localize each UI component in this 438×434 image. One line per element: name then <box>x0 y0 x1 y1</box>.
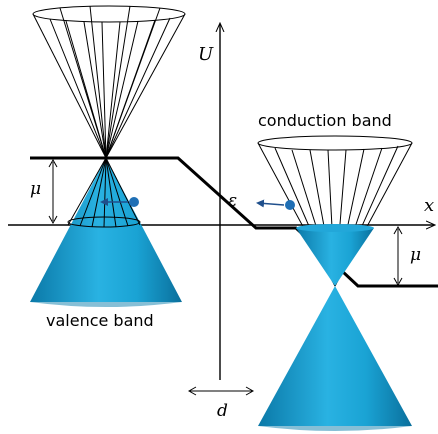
mu-left-label: μ <box>30 179 41 199</box>
axis-u-label: U <box>198 44 214 65</box>
right-electron-arrow <box>256 199 285 208</box>
left-electron <box>129 197 139 207</box>
right-valence-cone <box>258 286 412 431</box>
left-valence-cone <box>30 158 182 307</box>
right-filled-upper <box>296 224 374 286</box>
left-upper-cone <box>32 5 186 159</box>
conduction-band-label: conduction band <box>258 111 392 130</box>
potential-profile-line <box>30 156 438 288</box>
distance-label: d <box>217 401 228 421</box>
axis-x-label: x <box>424 195 434 216</box>
right-electron <box>285 200 295 210</box>
valence-band-label: valence band <box>46 311 154 330</box>
left-lower-wire-cone <box>67 157 141 228</box>
energy-label: ε <box>228 191 237 211</box>
mu-right-label: μ <box>410 245 421 265</box>
